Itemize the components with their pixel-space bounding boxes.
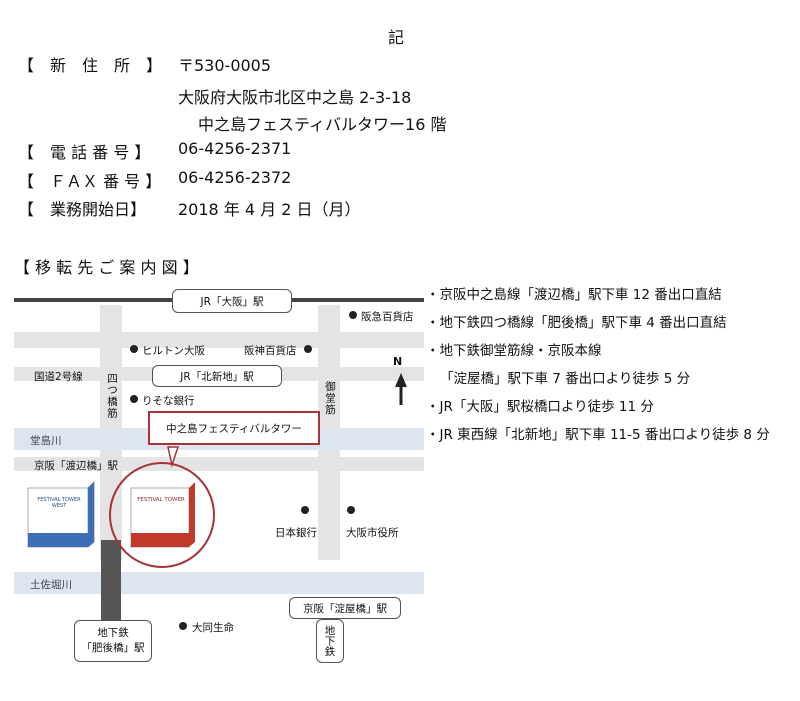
station-yodoyabashi: 京阪「淀屋橋」駅 [289, 597, 401, 619]
info-value: 06-4256-2371 [178, 139, 292, 158]
info-value: 06-4256-2372 [178, 168, 292, 187]
label-tosabori: 土佐堀川 [30, 579, 72, 591]
station-higobashi-line2: 「肥後橋」駅 [81, 642, 145, 654]
marker-boj [301, 506, 309, 514]
label-daido: 大同生命 [192, 622, 234, 634]
label-resona: りそな銀行 [142, 395, 195, 407]
access-item: ・京阪中之島線「渡辺橋」駅下車 12 番出口直結 [426, 287, 722, 303]
label-hankyu: 阪急百貨店 [361, 311, 414, 323]
doc-title: 記 [388, 28, 405, 47]
access-item: ・地下鉄御堂筋線・京阪本線 [426, 343, 602, 359]
station-higobashi-line1: 地下鉄 [97, 627, 129, 639]
access-item: ・JR「大阪」駅桜橋口より徒歩 11 分 [426, 399, 654, 415]
map-heading: 【 移 転 先 ご 案 内 図 】 [14, 258, 199, 277]
label-route2: 国道2号線 [34, 371, 83, 383]
info-label: 【 電 話 番 号 】 [18, 143, 151, 162]
map-graphics [14, 298, 424, 630]
station-jr-osaka: JR「大阪」駅 [172, 289, 292, 313]
road [14, 332, 424, 348]
subway-line [101, 540, 121, 620]
label-boj: 日本銀行 [275, 527, 317, 539]
info-label: 【 新 住 所 】 [18, 56, 163, 75]
tower-callout: 中之島フェスティバルタワー [148, 411, 320, 445]
info-value: 〒530-0005 [178, 56, 272, 75]
tower-highlight-circle [109, 462, 215, 568]
river-tosabori [14, 572, 424, 594]
label-subway: 地下鉄 [316, 619, 344, 663]
label-midosuji: 御堂筋 [324, 381, 336, 416]
info-label: 【 業務開始日】 [18, 200, 147, 219]
label-watanabebashi: 京阪「渡辺橋」駅 [34, 460, 118, 472]
access-item: ・地下鉄四つ橋線「肥後橋」駅下車 4 番出口直結 [426, 315, 727, 331]
marker-cityhall [347, 506, 355, 514]
label-yotsubashi: 四つ橋筋 [106, 373, 118, 419]
marker-hilton [130, 345, 138, 353]
access-item: 「淀屋橋」駅下車 7 番出口より徒歩 5 分 [440, 371, 691, 387]
label-hilton: ヒルトン大阪 [142, 345, 205, 357]
info-value: 2018 年 4 月 2 日（月） [178, 200, 361, 219]
marker-hanshin [304, 345, 312, 353]
tower-logo: FESTIVAL TOWER [137, 497, 185, 503]
map: JR「大阪」駅 阪急百貨店 ヒルトン大阪 阪神百貨店 国道2号線 四つ橋筋 JR… [0, 285, 425, 701]
marker-hankyu [349, 311, 357, 319]
address-line-2: 大阪府大阪市北区中之島 2-3-18 [178, 88, 412, 107]
north-label: N [393, 355, 403, 368]
station-higobashi: 地下鉄 「肥後橋」駅 [74, 620, 152, 662]
label-cityhall: 大阪市役所 [346, 527, 399, 539]
tower-west-logo: FESTIVAL TOWER WEST [37, 497, 81, 509]
label-hanshin: 阪神百貨店 [244, 345, 297, 357]
marker-daido [179, 622, 187, 630]
marker-resona [130, 395, 138, 403]
station-kitashinchi: JR「北新地」駅 [152, 365, 282, 387]
label-dojima: 堂島川 [30, 435, 62, 447]
info-label: 【 ＦＡＸ 番 号 】 [18, 172, 162, 191]
address-line-3: 中之島フェスティバルタワー16 階 [198, 115, 447, 134]
access-item: ・JR 東西線「北新地」駅下車 11-5 番出口より徒歩 8 分 [426, 427, 770, 443]
